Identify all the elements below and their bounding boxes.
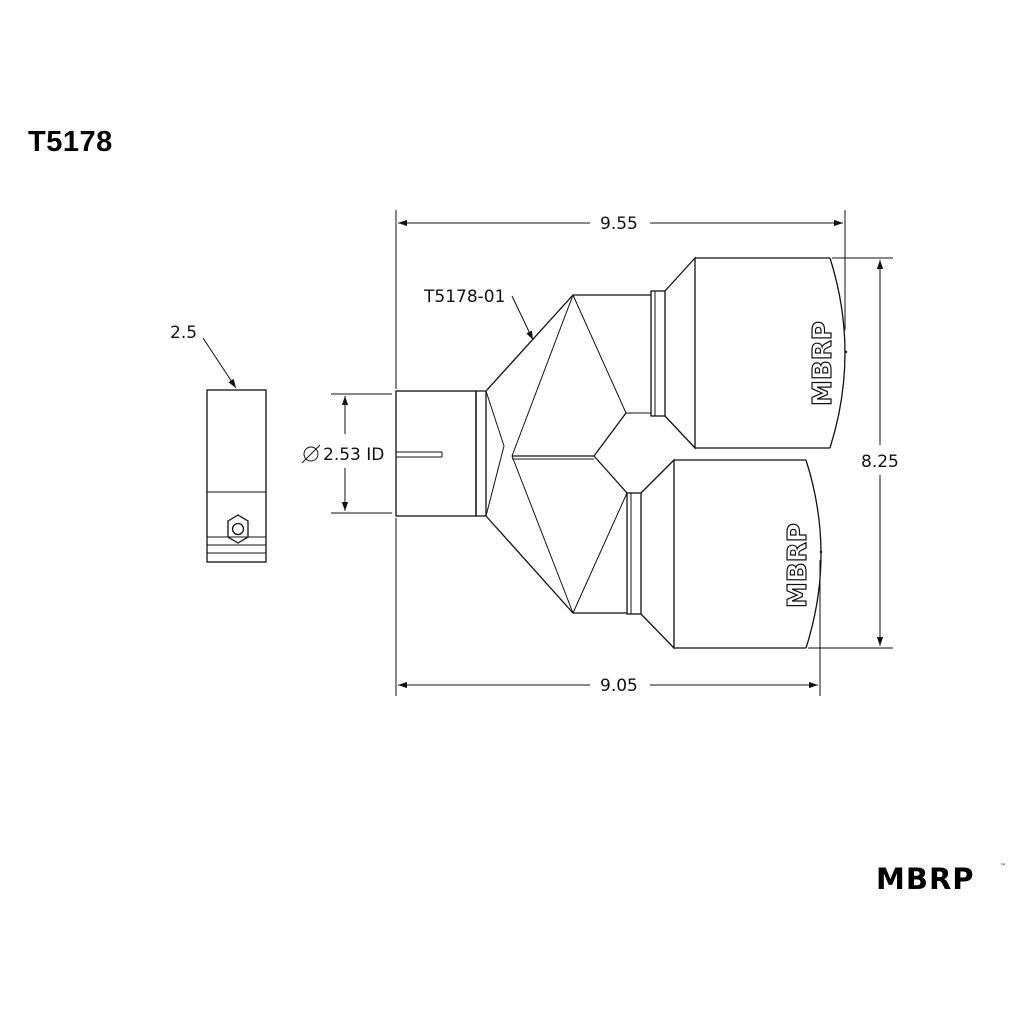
tip-part-callout: T5178-01 — [423, 287, 505, 307]
part-number-title: T5178 — [28, 126, 113, 158]
clamp-leader-line — [202, 337, 237, 389]
diameter-symbol-icon — [301, 444, 321, 464]
lower-length-dimension — [395, 518, 821, 696]
overall-length-label: 9.55 — [600, 214, 638, 234]
brand-logo: MBRP — [876, 862, 975, 896]
upper-tip-logo: MBRP — [808, 321, 838, 406]
clamp-bolt-hole — [231, 522, 245, 536]
lower-length-label: 9.05 — [600, 676, 638, 696]
exhaust-tip-outline — [395, 256, 848, 650]
lower-tip-logo: MBRP — [783, 523, 813, 608]
inlet-id-label: 2.53 ID — [323, 445, 384, 465]
overall-height-dimension — [808, 257, 893, 649]
clamp-size-label: 2.5 — [170, 323, 197, 343]
clamp-bolt-hex-icon — [227, 514, 249, 544]
trademark-icon: ™ — [1000, 863, 1006, 870]
overall-height-label: 8.25 — [861, 452, 899, 472]
clamp-side-view — [206, 389, 267, 563]
inlet-id-dimension — [331, 393, 392, 514]
tip-part-leader-line — [511, 295, 534, 341]
overall-length-dimension — [395, 210, 846, 389]
